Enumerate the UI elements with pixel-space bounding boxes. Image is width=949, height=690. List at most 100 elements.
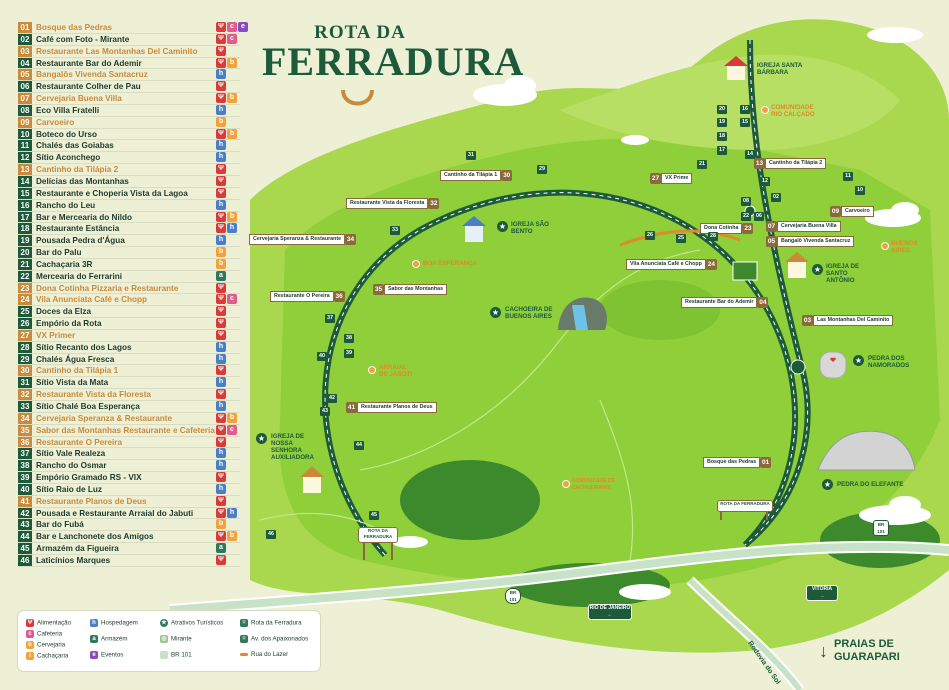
map-marker-46[interactable]: 46 — [266, 530, 276, 539]
map-marker-06[interactable]: 06 — [754, 212, 764, 221]
map-marker-08[interactable]: 08 — [741, 197, 751, 206]
attraction-igreja-nsa[interactable]: IGREJA DE NOSSA SENHORA AUXILIADORA — [271, 433, 314, 461]
map-marker-33[interactable]: 33 — [390, 226, 400, 235]
map-marker-29[interactable]: 29 — [537, 165, 547, 174]
map-marker-11[interactable]: 11 — [843, 172, 853, 181]
map-marker-45[interactable]: 45 — [369, 511, 379, 520]
attraction-buenos-aires[interactable]: BUENOS AIRES — [891, 240, 918, 254]
attraction-comunidade-rio-calcado[interactable]: COMUNIDADE RIO CALÇADO — [771, 104, 815, 118]
map-marker-16[interactable]: 16 — [740, 105, 750, 114]
attraction-pedra-dos-namorados[interactable]: PEDRA DOS NAMORADOS — [868, 355, 910, 369]
map-marker-02[interactable]: 02 — [771, 193, 781, 202]
map-marker-42[interactable]: 42 — [327, 394, 337, 403]
attraction-igreja-santa-barbara[interactable]: IGREJA SANTA BÁRBARA — [757, 62, 803, 76]
map-marker-14[interactable]: 14 — [745, 150, 755, 159]
map-marker-21[interactable]: 21 — [697, 160, 707, 169]
attraction-boa-esperanca[interactable]: BOA ESPERANÇA — [423, 260, 478, 267]
attraction-cachoeira[interactable]: CACHOEIRA DE BUENOS AIRES — [505, 306, 553, 320]
map-marker-20[interactable]: 20 — [717, 105, 727, 114]
map-marker-12[interactable]: 12 — [760, 177, 770, 186]
map-marker-26[interactable]: 26 — [645, 231, 655, 240]
map-marker-17[interactable]: 17 — [717, 146, 727, 155]
map-marker-18[interactable]: 18 — [717, 132, 727, 141]
attraction-igreja-santo-antonio[interactable]: IGREJA DE SANTO ANTÔNIO — [826, 263, 860, 284]
map-marker-44[interactable]: 44 — [354, 441, 364, 450]
map-marker-10[interactable]: 10 — [855, 186, 865, 195]
map-marker-38[interactable]: 38 — [344, 334, 354, 343]
attraction-comunidade-cachoeirinha[interactable]: COMUNIDADE DE CACHOEIRINHA — [572, 478, 615, 491]
map-marker-39[interactable]: 39 — [344, 349, 354, 358]
map-marker-28[interactable]: 28 — [708, 232, 718, 241]
map-marker-40[interactable]: 40 — [317, 352, 327, 361]
attraction-arraial-jaboti[interactable]: ARRAIAL DE JABOTI — [379, 364, 413, 378]
attraction-pedra-do-elefante[interactable]: PEDRA DO ELEFANTE — [837, 481, 904, 488]
map-marker-15[interactable]: 15 — [740, 118, 750, 127]
map-marker-19[interactable]: 19 — [717, 118, 727, 127]
map-marker-22[interactable]: 22 — [741, 212, 751, 221]
map-marker-37[interactable]: 37 — [325, 314, 335, 323]
map-marker-43[interactable]: 43 — [320, 407, 330, 416]
map-marker-25[interactable]: 25 — [676, 234, 686, 243]
